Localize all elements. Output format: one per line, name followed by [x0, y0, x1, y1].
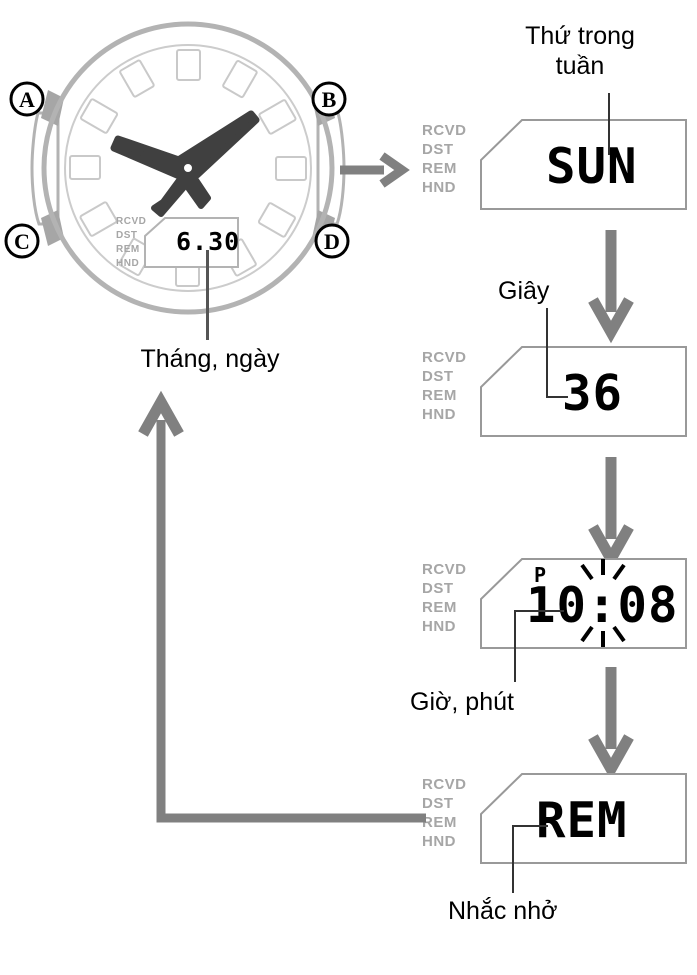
button-a-label: A [19, 87, 35, 112]
watch-subdisplay-outline [144, 217, 239, 268]
arrow-panel4-to-watch [138, 380, 430, 830]
indicator-dst: DST [422, 795, 454, 812]
button-marker-c[interactable]: C [3, 222, 41, 260]
indicator-hnd: HND [422, 618, 456, 635]
panel1-callout-line2: tuần [555, 51, 605, 80]
pusher-a [41, 90, 64, 126]
hand-pivot [182, 162, 194, 174]
panel3-callout-label: Giờ, phút [410, 688, 514, 716]
indicator-rcvd: RCVD [116, 216, 147, 227]
lcd-panel-hour-minute: RCVD DST REM HND P 10:08 [422, 557, 687, 649]
panel4-callout-label: Nhắc nhở [448, 897, 558, 925]
watch-illustration: RCVD DST REM HND 6.30 [8, 18, 368, 315]
indicator-rem: REM [422, 387, 457, 404]
watch-bezel-outer [41, 21, 335, 315]
panel3-pm-indicator: P [534, 563, 548, 587]
panel4-callout-leader-v [512, 825, 514, 893]
watch-callout-label: Tháng, ngày [140, 345, 280, 373]
panel2-value: 36 [562, 365, 624, 422]
indicator-rcvd: RCVD [422, 122, 467, 139]
panel2-indicators: RCVD DST REM HND [422, 350, 467, 426]
indicator-dst: DST [422, 580, 454, 597]
watch-subdisplay-indicators: RCVD DST REM HND [116, 217, 146, 273]
panel4-indicators: RCVD DST REM HND [422, 777, 467, 853]
panel2-callout-label: Giây [498, 277, 550, 305]
button-marker-d[interactable]: D [313, 222, 351, 260]
panel1-callout-label: Thứ trong tuần [465, 22, 695, 81]
watch-callout-leader [206, 250, 209, 340]
panel1-callout-line1: Thứ trong [525, 22, 635, 50]
indicator-hnd: HND [422, 833, 456, 850]
panel4-value: REM [536, 792, 628, 849]
lcd-panel-weekday: RCVD DST REM HND SUN [422, 118, 687, 210]
button-marker-b[interactable]: B [310, 80, 348, 118]
panel3-callout-leader-v [514, 610, 516, 682]
indicator-dst: DST [422, 141, 454, 158]
panel3-callout-leader-h [514, 610, 564, 612]
indicator-hnd: HND [422, 406, 456, 423]
panel1-value: SUN [546, 138, 638, 195]
indicator-rcvd: RCVD [422, 776, 467, 793]
panel3-value: 10:08 [526, 577, 679, 634]
panel4-outline [480, 773, 687, 864]
pusher-c [41, 210, 64, 246]
hour-markers [69, 49, 307, 287]
panel2-outline [480, 346, 687, 437]
panel1-outline [480, 119, 687, 210]
panel2-callout-leader-h [546, 396, 568, 398]
flash-marks-icon [580, 559, 626, 647]
indicator-rcvd: RCVD [422, 561, 467, 578]
indicator-dst: DST [422, 368, 454, 385]
watch-svg [30, 21, 346, 315]
button-c-label: C [14, 229, 30, 254]
panel3-indicators: RCVD DST REM HND [422, 562, 467, 638]
indicator-dst: DST [116, 230, 138, 241]
button-d-label: D [324, 229, 340, 254]
indicator-rem: REM [116, 244, 140, 255]
panel2-callout-leader-v [546, 308, 548, 398]
indicator-rcvd: RCVD [422, 349, 467, 366]
extra-hand [181, 165, 211, 209]
lcd-panel-seconds: RCVD DST REM HND 36 [422, 345, 687, 437]
arrow-watch-to-panel1 [338, 150, 410, 190]
button-b-label: B [322, 87, 337, 112]
panel4-callout-leader-h [512, 825, 548, 827]
panel1-indicators: RCVD DST REM HND [422, 123, 467, 199]
arrow-panel1-to-panel2 [588, 228, 634, 344]
indicator-hnd: HND [116, 258, 140, 269]
button-marker-a[interactable]: A [8, 80, 46, 118]
indicator-rem: REM [422, 599, 457, 616]
arrow-panel3-to-panel4 [588, 665, 634, 781]
lcd-panel-reminder: RCVD DST REM HND REM [422, 772, 687, 864]
indicator-hnd: HND [422, 179, 456, 196]
panel1-callout-leader [608, 93, 610, 155]
indicator-rem: REM [422, 160, 457, 177]
arrow-panel2-to-panel3 [588, 455, 634, 571]
indicator-rem: REM [422, 814, 457, 831]
